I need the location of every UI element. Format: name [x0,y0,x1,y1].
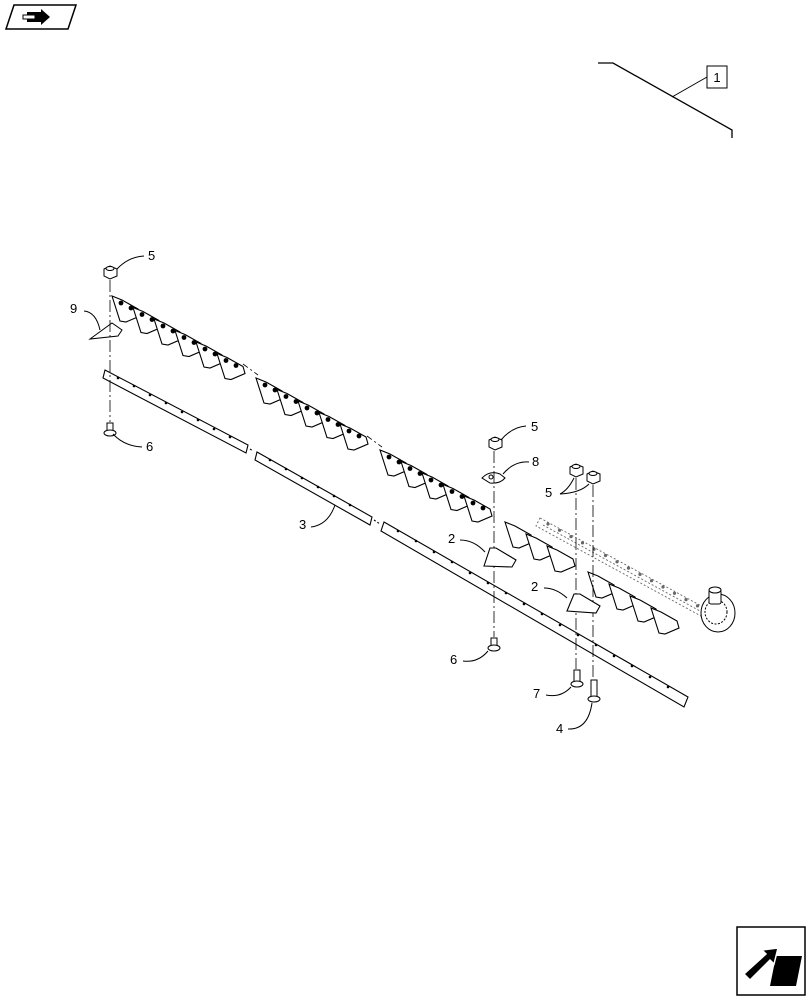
plate-9 [88,322,123,340]
section-group-links [242,363,383,448]
rivet-2-0 [160,323,166,329]
section-part-2-lower [566,593,601,614]
rivet-2-1 [170,328,176,334]
rivet-10-1 [356,433,362,439]
bolt-4 [587,679,601,703]
ghost-hole-7 [626,566,631,570]
rivet-0-0 [118,300,124,306]
center-lines [109,280,594,679]
bolt-7 [570,669,584,688]
rivet-15-0 [470,500,476,506]
rivet-10-0 [346,428,352,434]
ghost-hole-6 [615,560,619,564]
callout-labels: 5 9 6 3 5 8 5 2 2 6 7 4 [70,248,563,736]
rivet-4-1 [212,351,218,357]
hardware [88,265,601,703]
forward-nav-button[interactable] [736,926,806,996]
knife-section-r2 [546,545,576,573]
callout-6-bottom: 6 [450,652,457,667]
rivet-13-1 [438,482,444,488]
back-nav-button[interactable] [4,4,78,30]
ghost-hole-0 [546,522,550,526]
assembly-reference-label: 1 [713,70,720,85]
rivet-1-0 [139,312,145,317]
ghost-hole-13 [695,604,700,608]
ghost-hole-2 [569,535,573,539]
nut-right-a [569,463,584,478]
rivet-9-1 [335,422,341,427]
bar-holes [116,376,670,689]
rivet-11-0 [386,454,392,460]
rivet-13-0 [428,477,434,483]
rivet-14-0 [449,489,455,494]
parallelogram-arrow-icon [4,4,78,30]
assembly-reference: 1 [598,62,733,138]
ghost-hole-1 [557,528,562,532]
ghost-hole-5 [603,553,608,558]
callout-2-upper: 2 [448,531,455,546]
callout-5-mid: 5 [531,419,538,434]
knife-section-10 [339,423,369,451]
rivet-12-0 [407,466,413,471]
rivet-7-0 [283,394,289,399]
ghost-hole-9 [649,579,654,583]
ghost-hole-10 [661,585,665,589]
rivet-6-1 [272,387,278,393]
ghost-hole-11 [672,591,677,595]
knife-section-5 [216,352,246,381]
callout-5-right: 5 [545,485,552,500]
assembly-reference-box [706,65,728,89]
rivet-14-1 [459,494,465,499]
bolt-left [103,422,117,437]
rivet-12-1 [417,471,423,476]
section-part-2-upper [483,547,517,568]
ghost-hole-8 [638,572,642,577]
callout-7: 7 [533,686,540,701]
callout-3: 3 [299,517,306,532]
clip-8 [481,472,506,484]
right-sections [504,521,680,635]
rivet-15-1 [480,505,486,511]
rivet-5-1 [233,363,239,368]
knife-head [700,586,736,633]
ghost-holes [546,522,700,608]
nut-top-left [103,265,118,280]
rivet-9-0 [325,417,331,422]
knife-section-r6 [650,607,680,635]
rivet-8-1 [314,410,320,416]
rivet-7-1 [293,399,299,404]
arrow-to-page-icon [736,926,806,996]
rivet-3-1 [191,340,197,345]
rivet-8-0 [304,405,310,411]
rivet-0-1 [128,305,134,311]
nut-middle [488,436,503,451]
rivet-6-0 [262,382,268,388]
leader-lines [83,255,593,730]
rivet-1-1 [149,317,155,322]
ghost-hole-3 [580,541,585,545]
rivet-5-0 [223,358,229,363]
ghost-hole-12 [684,598,688,602]
callout-4: 4 [556,721,563,736]
callout-9: 9 [70,301,77,316]
callout-6-left: 6 [146,439,153,454]
rivet-3-0 [181,335,187,340]
bolt-bottom [487,637,501,652]
rivet-11-1 [396,459,402,465]
rivet-4-0 [202,346,208,352]
nut-right-b [586,470,601,485]
callout-5-top: 5 [148,248,155,263]
knife-section-15 [463,495,493,523]
section-rivets [118,300,486,511]
callout-8: 8 [532,454,539,469]
callout-2-lower: 2 [531,579,538,594]
loose-sections [483,547,601,614]
knife-back-bar [102,369,689,708]
